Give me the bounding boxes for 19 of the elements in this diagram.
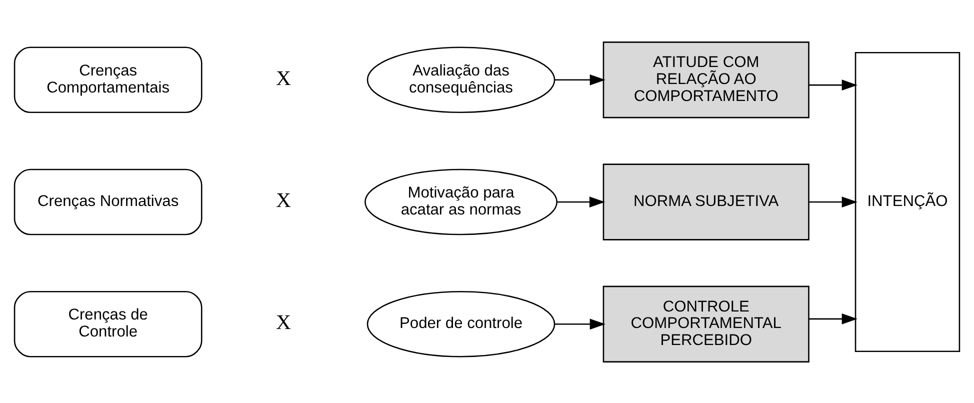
- label: X: [276, 188, 291, 212]
- arrow: [554, 74, 606, 85]
- label: X: [276, 66, 291, 90]
- arrow: [556, 196, 606, 207]
- node-box: CONTROLE COMPORTAMENTAL PERCEBIDO: [602, 285, 810, 362]
- node-box: Crenças Comportamentais: [14, 46, 202, 112]
- arrow: [809, 196, 858, 207]
- node-ellipse: Motivação para acatar as normas: [364, 168, 558, 235]
- node-ellipse: Poder de controle: [366, 290, 556, 357]
- arrow: [809, 79, 858, 90]
- arrow: [554, 318, 606, 330]
- arrow: [809, 312, 858, 324]
- node-box: ATITUDE COM RELAÇÃO AO COMPORTAMENTO: [602, 41, 810, 118]
- label: X: [276, 310, 291, 334]
- node-ellipse: Avaliação das consequências: [366, 46, 556, 112]
- node-box: INTENÇÃO: [854, 51, 960, 352]
- node-box: NORMA SUBJETIVA: [602, 163, 810, 240]
- node-box: Crenças Normativas: [14, 168, 202, 235]
- node-box: Crenças de Controle: [14, 290, 202, 357]
